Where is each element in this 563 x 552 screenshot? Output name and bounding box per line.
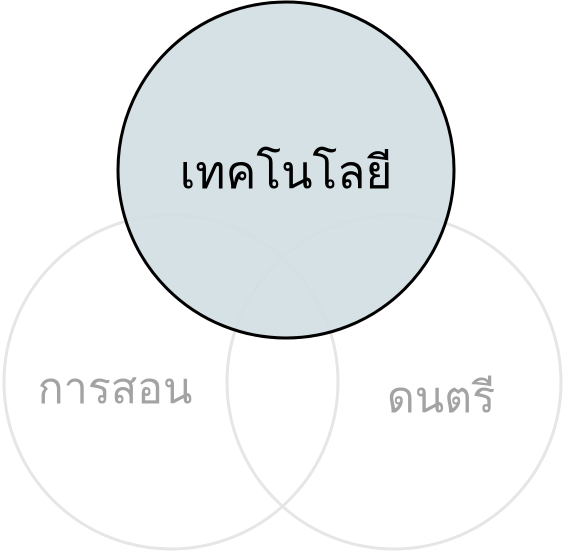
circle-technology xyxy=(116,0,456,340)
label-teaching: การสอน xyxy=(38,364,193,414)
label-music: ดนตรี xyxy=(387,373,495,423)
label-technology: เทคโนโลยี xyxy=(180,145,393,199)
